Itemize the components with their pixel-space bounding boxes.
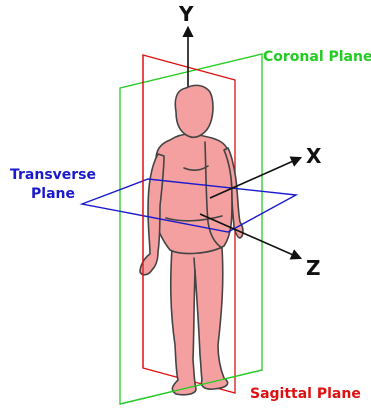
transverse-plane-label: Transverse Plane bbox=[8, 166, 98, 204]
coronal-plane-label: Coronal Plane bbox=[263, 50, 371, 64]
human-figure bbox=[140, 85, 243, 394]
z-axis-label: Z bbox=[306, 258, 321, 278]
transverse-plane-label-line1: Transverse bbox=[8, 166, 98, 185]
x-axis-label: X bbox=[306, 146, 321, 166]
sagittal-plane-label: Sagittal Plane bbox=[250, 387, 361, 401]
y-axis-label: Y bbox=[179, 4, 193, 24]
transverse-plane-label-line2: Plane bbox=[8, 185, 98, 204]
